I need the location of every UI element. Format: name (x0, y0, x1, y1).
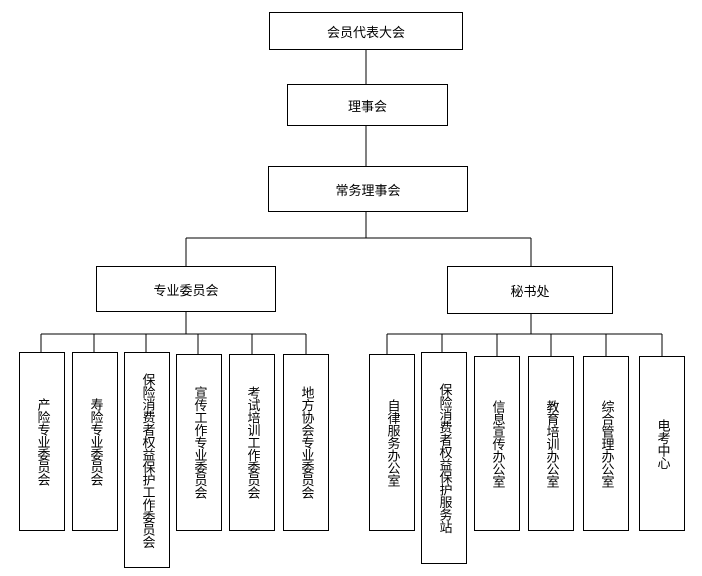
node-secretariat: 秘书处 (447, 266, 613, 314)
node-committees: 专业委员会 (96, 266, 276, 312)
node-committee-3-label: 保险消费者权益保护工作委员会 (139, 372, 155, 548)
node-standing-board: 常务理事会 (268, 166, 468, 212)
node-board: 理事会 (287, 84, 448, 126)
node-committee-1: 产险专业委员会 (19, 352, 65, 531)
node-office-1-label: 自律服务办公室 (384, 398, 400, 487)
node-committee-4-label: 宣传工作专业委员会 (191, 386, 207, 499)
node-office-6-label: 电考中心 (654, 418, 670, 469)
node-committee-6: 地方协会专业委员会 (283, 354, 329, 531)
node-root-label: 会员代表大会 (326, 25, 405, 41)
node-office-6: 电考中心 (639, 356, 685, 531)
node-committee-4: 宣传工作专业委员会 (176, 354, 222, 531)
node-board-label: 理事会 (347, 99, 387, 115)
node-office-2-label: 保险消费者权益保护服务站 (436, 383, 452, 533)
node-office-4: 教育培训办公室 (528, 356, 574, 531)
node-committee-3: 保险消费者权益保护工作委员会 (124, 352, 170, 568)
node-secretariat-label: 秘书处 (510, 284, 550, 300)
node-office-5: 综合管理办公室 (583, 356, 629, 531)
node-committees-label: 专业委员会 (153, 283, 219, 299)
node-office-3: 信息宣传办公室 (474, 356, 520, 531)
node-standing-board-label: 常务理事会 (335, 183, 401, 199)
node-committee-5: 考试培训工作委员会 (229, 354, 275, 531)
node-committee-1-label: 产险专业委员会 (34, 397, 50, 486)
node-root: 会员代表大会 (269, 12, 463, 50)
node-committee-2: 寿险专业委员会 (72, 352, 118, 531)
node-committee-6-label: 地方协会专业委员会 (298, 386, 314, 499)
node-office-4-label: 教育培训办公室 (543, 399, 559, 488)
node-office-2: 保险消费者权益保护服务站 (421, 352, 467, 564)
node-committee-2-label: 寿险专业委员会 (87, 397, 103, 486)
node-office-1: 自律服务办公室 (369, 354, 415, 531)
node-committee-5-label: 考试培训工作委员会 (244, 386, 260, 499)
node-office-3-label: 信息宣传办公室 (489, 399, 505, 488)
node-office-5-label: 综合管理办公室 (598, 399, 614, 488)
